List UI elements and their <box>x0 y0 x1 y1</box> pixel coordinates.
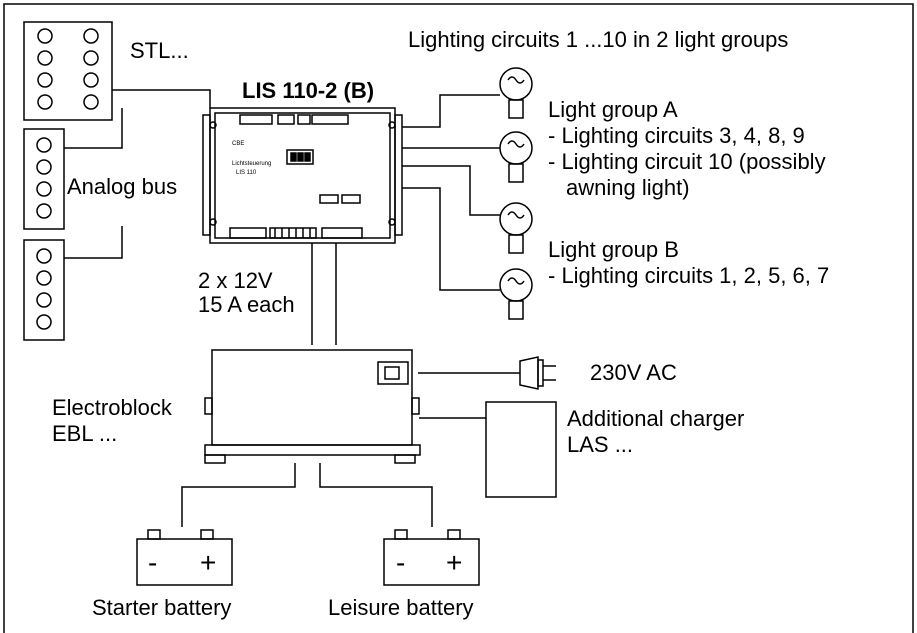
label-leisure-battery: Leisure battery <box>328 595 474 620</box>
stl-panel <box>23 21 113 121</box>
electroblock-ebl <box>204 349 421 464</box>
label-group-a-line-3: awning light) <box>566 175 690 200</box>
label-group-a-line-2: - Lighting circuit 10 (possibly <box>548 149 826 174</box>
device-model-line-1: Lichtsteuerung <box>232 161 271 167</box>
leisure-minus: - <box>396 547 405 578</box>
analog-module-2 <box>23 239 65 341</box>
device-model-line-2: LIS 110 <box>236 170 257 176</box>
lamp-3 <box>499 202 533 254</box>
label-charger-line-2: LAS ... <box>567 432 633 457</box>
label-group-a-line-1: - Lighting circuits 3, 4, 8, 9 <box>548 123 805 148</box>
label-starter-battery: Starter battery <box>92 595 231 620</box>
starter-plus: + <box>200 547 216 578</box>
starter-battery <box>136 529 233 586</box>
label-group-b-line-1: - Lighting circuits 1, 2, 5, 6, 7 <box>548 263 829 288</box>
label-group-a: Light group A <box>548 97 678 122</box>
label-stl: STL... <box>130 38 189 63</box>
lamp-1 <box>499 67 533 119</box>
label-230v-ac: 230V AC <box>590 360 677 385</box>
label-ebl-line-2: EBL ... <box>52 421 117 446</box>
label-supply-line-2: 15 A each <box>198 292 295 317</box>
lamp-2 <box>499 131 533 183</box>
leisure-plus: + <box>446 547 462 578</box>
lis-110-device <box>202 107 403 244</box>
label-group-b: Light group B <box>548 237 679 262</box>
leisure-battery <box>383 529 480 586</box>
analog-module-1 <box>23 128 65 230</box>
label-charger-line-1: Additional charger <box>567 406 744 431</box>
ac-plug <box>519 356 556 390</box>
additional-charger <box>485 401 557 498</box>
frame <box>3 3 914 633</box>
lamp-4 <box>499 268 533 320</box>
label-supply-line-1: 2 x 12V <box>198 268 273 293</box>
label-analog-bus: Analog bus <box>67 174 177 199</box>
label-lis: LIS 110-2 (B) <box>242 78 374 103</box>
device-brand: CBE <box>232 141 244 147</box>
label-lighting-title: Lighting circuits 1 ...10 in 2 light gro… <box>408 27 788 52</box>
label-ebl-line-1: Electroblock <box>52 395 173 420</box>
starter-minus: - <box>148 547 157 578</box>
